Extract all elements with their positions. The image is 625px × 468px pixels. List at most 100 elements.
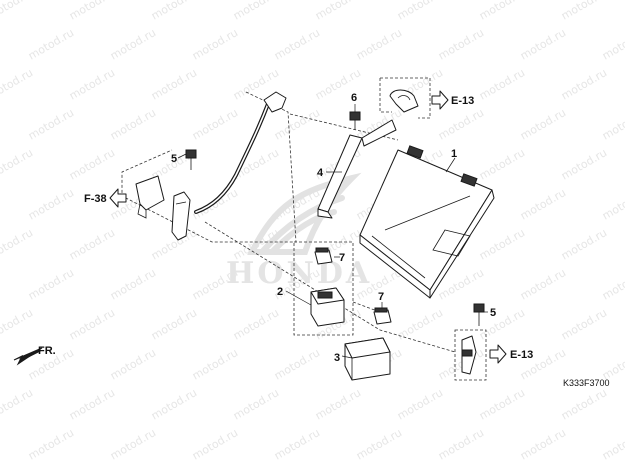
watermark-text: motod.ru [190,346,240,382]
watermark-text: motod.ru [354,426,404,462]
watermark-text: motod.ru [518,426,568,462]
starter-cable-line [204,221,456,353]
watermark-text: motod.ru [436,106,486,142]
watermark-text: motod.ru [190,106,240,142]
watermark-text: motod.ru [559,0,609,23]
bracket-group-outline [380,77,431,119]
ref-e13-bottom-arrow-icon [489,344,507,364]
watermark-text: motod.ru [477,66,527,102]
strap-end [317,208,333,219]
ref-e13-top[interactable]: E-13 [431,90,474,110]
watermark-text: motod.ru [559,306,609,342]
label-leaders [177,104,488,359]
part-label-5-top: 5 [171,153,177,165]
leader-5-top [177,153,187,159]
battery-top [359,149,493,291]
bolt-6-head [349,111,361,121]
negative-cable-terminal [263,91,287,113]
battery-top-detail [371,195,471,279]
watermark-text: motod.ru [477,306,527,342]
fuse-upper-cap [315,247,329,253]
ref-f38-label: F-38 [84,193,107,205]
watermark-text: motod.ru [518,266,568,302]
watermark-text: motod.ru [272,346,322,382]
watermark-text: motod.ru [436,346,486,382]
ref-f38[interactable]: F-38 [84,188,127,208]
ref-e13-top-label: E-13 [451,95,474,107]
watermark-text: motod.ru [354,26,404,62]
watermark-text: motod.ru [190,426,240,462]
watermark-text: motod.ru [108,26,158,62]
watermark-text: motod.ru [0,386,35,422]
mounting-bracket [389,89,419,113]
watermark-text: motod.ru [559,226,609,262]
bracket-slot [397,95,411,101]
watermark-text: motod.ru [518,26,568,62]
watermark-text: motod.ru [518,186,568,222]
watermark-text: motod.ru [67,226,117,262]
ref-f38-arrow-icon [109,188,127,208]
watermark-text: motod.ru [477,146,527,182]
leader-2 [285,290,312,306]
watermark-text: motod.ru [0,66,35,102]
bracket-group-outline-left [379,78,392,113]
battery-negative-terminal [406,145,424,159]
bracket-body [389,89,419,113]
watermark-text: motod.ru [231,0,281,23]
watermark-text: motod.ru [436,426,486,462]
watermark-text: motod.ru [272,106,322,142]
bolt-5-right-head [473,303,485,313]
part-label-3: 3 [334,352,340,364]
battery-positive-terminal [460,173,478,187]
ref-e13-bottom-label: E-13 [510,349,533,361]
watermark-text: motod.ru [67,306,117,342]
watermark-text: motod.ru [231,306,281,342]
watermark-text: motod.ru [108,426,158,462]
ref-e13-bottom[interactable]: E-13 [489,344,533,364]
watermark-text: motod.ru [149,66,199,102]
watermark-text: motod.ru [436,26,486,62]
watermark-text: motod.ru [559,386,609,422]
starter-cable-clamp [171,191,191,241]
relay-holder [344,337,391,381]
battery-label-plate [432,229,471,257]
part-label-1: 1 [451,148,457,160]
brand-logo: HONDA [226,172,369,291]
watermark-text: motod.ru [600,426,625,462]
watermark-text: motod.ru [67,66,117,102]
watermark-text: motod.ru [67,386,117,422]
boot-cover-tab [137,203,147,219]
watermark-text: motod.ru [0,306,35,342]
fuse-upper [314,247,333,265]
watermark-text: motod.ru [0,146,35,182]
watermark-text: motod.ru [600,26,625,62]
watermark-text: motod.ru [26,26,76,62]
watermark-text: motod.ru [149,306,199,342]
watermark-text: motod.ru [0,0,35,23]
watermark-text: motod.ru [108,106,158,142]
watermark-text: motod.ru [600,186,625,222]
watermark-text: motod.ru [26,266,76,302]
watermark-text: motod.ru [67,0,117,23]
watermark-text: motod.ru [600,106,625,142]
watermark-text: motod.ru [149,0,199,23]
relay-group-box [293,241,354,336]
watermark-text: motod.ru [559,66,609,102]
battery-side [429,189,495,299]
boot-cover-body [135,175,165,211]
watermark-text: motod.ru [313,386,363,422]
starter-relay [310,287,345,327]
leader-1 [445,157,456,173]
watermark-text: motod.ru [477,226,527,262]
watermark-text: motod.ru [26,106,76,142]
part-label-4: 4 [317,167,324,179]
watermark-text: motod.ru [477,0,527,23]
battery-strap [317,119,397,219]
watermark-text: motod.ru [272,26,322,62]
watermark-text: motod.ru [395,306,445,342]
watermark-text: motod.ru [395,386,445,422]
negative-cable-outline [121,91,297,243]
watermark-text: motod.ru [67,146,117,182]
